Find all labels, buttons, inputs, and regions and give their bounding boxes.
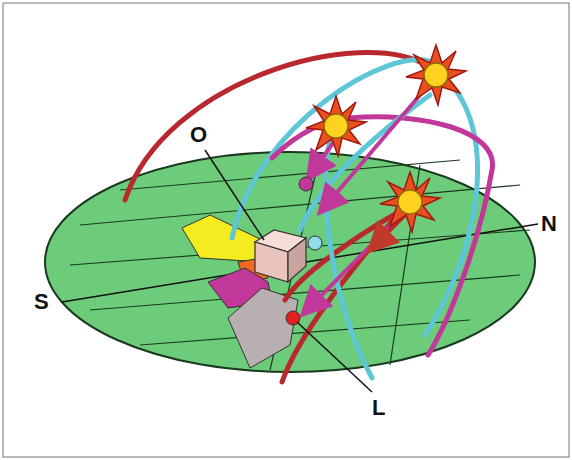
direction-label: S xyxy=(34,291,49,313)
direction-label: O xyxy=(190,124,207,146)
direction-label: N xyxy=(541,213,557,235)
direction-label: L xyxy=(372,397,385,419)
